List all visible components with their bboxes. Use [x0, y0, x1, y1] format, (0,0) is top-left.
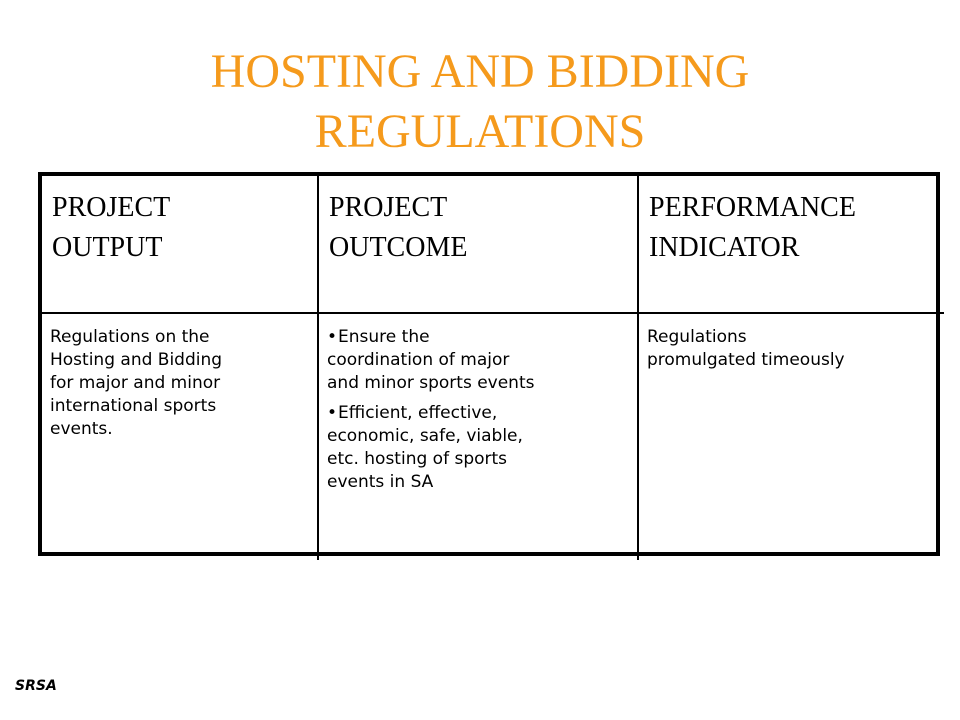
bullet-line: •Ensure the: [327, 326, 629, 349]
bullet-line: •Efficient, effective,: [327, 402, 629, 425]
srsa-logo: SRSA: [15, 678, 57, 694]
header-line: PERFORMANCE: [649, 192, 856, 223]
bullet-line: etc. hosting of sports: [327, 449, 508, 469]
slide-title: HOSTING AND BIDDING REGULATIONS: [100, 42, 860, 162]
header-performance-indicator: PERFORMANCE INDICATOR: [639, 176, 944, 314]
bullet-line: events in SA: [327, 472, 434, 492]
outcome-bullet-list: •Ensure the coordination of major and mi…: [327, 326, 629, 494]
cell-performance-indicator: Regulations promulgated timeously: [639, 314, 944, 560]
cell-text-line: Hosting and Bidding: [50, 350, 223, 370]
bullet-line: economic, safe, viable,: [327, 426, 523, 446]
header-line: OUTPUT: [52, 232, 163, 263]
cell-text-line: Regulations on the: [50, 327, 210, 347]
cell-project-outcome: •Ensure the coordination of major and mi…: [319, 314, 639, 560]
slide-title-line-1: HOSTING AND BIDDING: [210, 45, 750, 98]
header-project-output: PROJECT OUTPUT: [42, 176, 319, 314]
bullet-text: Ensure the: [338, 327, 430, 347]
header-project-outcome: PROJECT OUTCOME: [319, 176, 639, 314]
header-line: OUTCOME: [329, 232, 468, 263]
bullet-text: Efficient, effective,: [338, 403, 498, 423]
cell-text-line: international sports: [50, 396, 217, 416]
project-table: PROJECT OUTPUT PROJECT OUTCOME PERFORMAN…: [38, 172, 944, 560]
cell-text-line: for major and minor: [50, 373, 221, 393]
header-line: PROJECT: [329, 192, 448, 223]
header-line: PROJECT: [52, 192, 171, 223]
header-line: INDICATOR: [649, 232, 800, 263]
cell-text-line: promulgated timeously: [647, 350, 845, 370]
bullet-line: coordination of major: [327, 350, 510, 370]
cell-text-line: Regulations: [647, 327, 747, 347]
cell-text-line: events.: [50, 419, 113, 439]
bullet-icon: •: [327, 403, 338, 423]
outcome-bullet-item: •Ensure the coordination of major and mi…: [327, 326, 629, 395]
bullet-line: and minor sports events: [327, 373, 535, 393]
slide-title-line-2: REGULATIONS: [314, 105, 646, 158]
bullet-icon: •: [327, 327, 338, 347]
outcome-bullet-item: •Efficient, effective, economic, safe, v…: [327, 402, 629, 494]
cell-project-output: Regulations on the Hosting and Bidding f…: [42, 314, 319, 560]
